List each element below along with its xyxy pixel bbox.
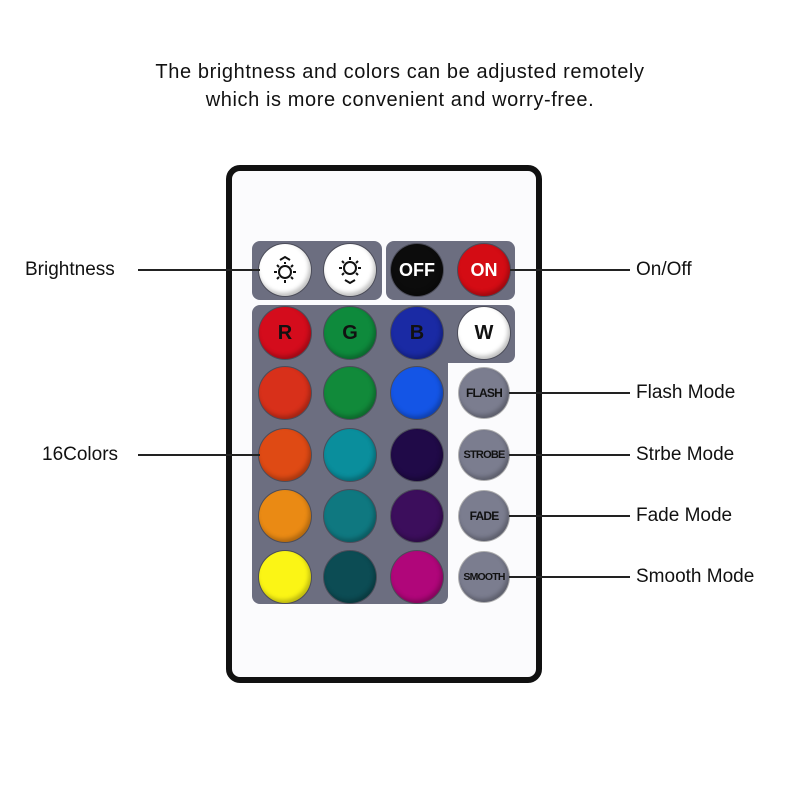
color-button[interactable] xyxy=(324,551,376,603)
brightness-label: Brightness xyxy=(25,259,115,280)
flash-button[interactable]: FLASH xyxy=(459,368,509,418)
brightness-leader-line xyxy=(138,269,260,271)
colors-leader-line xyxy=(138,454,260,456)
color-button[interactable] xyxy=(324,429,376,481)
color-button[interactable] xyxy=(391,490,443,542)
strobe-button[interactable]: STROBE xyxy=(459,430,509,480)
smooth-label: Smooth Mode xyxy=(636,566,755,587)
colors-label: 16Colors xyxy=(42,444,119,465)
green-button[interactable]: G xyxy=(324,307,376,359)
strobe-leader-line xyxy=(509,454,630,456)
brightness-down-button[interactable] xyxy=(324,244,376,296)
brightness-up-button[interactable] xyxy=(259,244,311,296)
caption-line-1: The brightness and colors can be adjuste… xyxy=(155,61,645,83)
color-button[interactable] xyxy=(259,551,311,603)
white-button[interactable]: W xyxy=(458,307,510,359)
color-button[interactable] xyxy=(259,367,311,419)
brightness-down-icon xyxy=(339,257,361,285)
color-button[interactable] xyxy=(259,429,311,481)
color-button[interactable] xyxy=(324,367,376,419)
onoff-label: On/Off xyxy=(636,259,692,280)
smooth-button[interactable]: SMOOTH xyxy=(459,552,509,602)
color-button[interactable] xyxy=(391,551,443,603)
flash-label: Flash Mode xyxy=(636,382,736,403)
flash-leader-line xyxy=(509,392,630,394)
caption-line-2: which is more convenient and worry-free. xyxy=(205,89,595,111)
fade-label: Fade Mode xyxy=(636,505,733,526)
strobe-label: Strbe Mode xyxy=(636,444,735,465)
onoff-leader-line xyxy=(510,269,630,271)
color-button[interactable] xyxy=(391,429,443,481)
caption: The brightness and colors can be adjuste… xyxy=(0,58,800,114)
on-button[interactable]: ON xyxy=(458,244,510,296)
off-button[interactable]: OFF xyxy=(391,244,443,296)
smooth-leader-line xyxy=(509,576,630,578)
blue-button[interactable]: B xyxy=(391,307,443,359)
color-button[interactable] xyxy=(391,367,443,419)
fade-leader-line xyxy=(509,515,630,517)
fade-button[interactable]: FADE xyxy=(459,491,509,541)
color-button[interactable] xyxy=(259,490,311,542)
color-button[interactable] xyxy=(324,490,376,542)
brightness-up-icon xyxy=(274,255,296,283)
red-button[interactable]: R xyxy=(259,307,311,359)
